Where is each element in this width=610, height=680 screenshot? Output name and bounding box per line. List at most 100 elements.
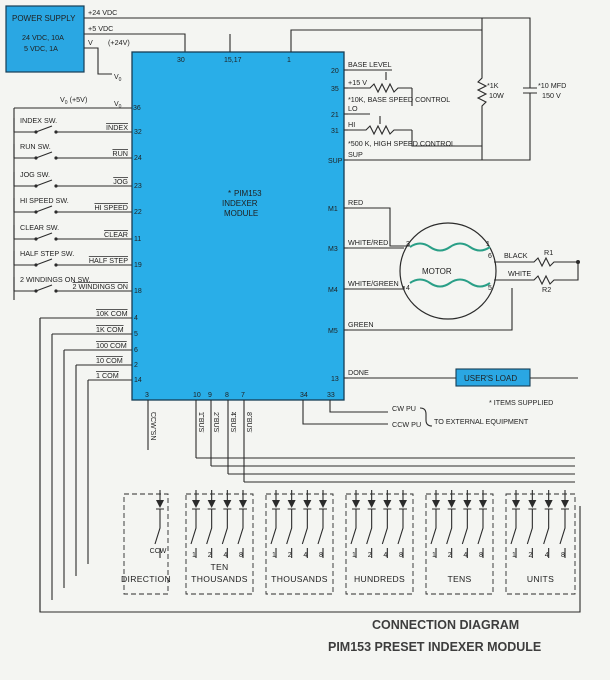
switch-contact — [54, 263, 58, 267]
switch-contact — [54, 289, 58, 293]
switch-group-name: DIRECTION — [121, 574, 171, 584]
users-load-label: USER'S LOAD — [464, 374, 517, 383]
r1-label: R1 — [544, 248, 553, 257]
switch-bit-label: 2 — [208, 552, 212, 559]
switch-pin-name: RUN — [112, 149, 128, 158]
switch-contact — [34, 156, 38, 160]
switch-group-name: TENS — [447, 574, 471, 584]
switch-pin-name: 2 WINDINGS ON — [72, 282, 128, 291]
motor-label: MOTOR — [422, 267, 452, 276]
switch-contact-line — [397, 490, 407, 558]
switch-pin-name: CLEAR — [104, 230, 128, 239]
pu-brace — [419, 407, 433, 427]
switch-bit-label: 4 — [545, 552, 549, 559]
diode — [207, 500, 216, 508]
switch-contact-line — [446, 490, 456, 558]
capacitor-label: *10 MFD — [538, 81, 566, 90]
left-pin-36-num: 36 — [133, 105, 141, 112]
bottom-pin: 33 — [327, 392, 335, 399]
capacitor — [523, 87, 537, 94]
right-sup-pin: M5 — [328, 328, 338, 335]
rail-vo-top — [84, 47, 112, 75]
bus-label: 8 BUS — [245, 412, 252, 433]
motor-terminal-4: 4 — [406, 285, 410, 292]
right-pin-label: SUP — [348, 150, 363, 159]
rail-24v — [84, 17, 483, 40]
switch-bit-label: 1 — [352, 552, 356, 559]
motor-white-label: WHITE — [508, 269, 531, 278]
power-supply-title: POWER SUPPLY — [12, 14, 76, 23]
switch-bit-label: 1 — [272, 552, 276, 559]
right-pin-num: 20 — [331, 68, 339, 75]
right-pin-label: WHITE/GREEN — [348, 279, 399, 288]
diode — [512, 500, 520, 508]
switch-label: INDEX SW. — [20, 116, 57, 125]
power-supply-line2: 5 VDC, 1A — [24, 44, 58, 53]
diode — [463, 500, 472, 508]
switch-label: CLEAR SW. — [20, 223, 59, 232]
switch-bit-label: CCW — [150, 548, 167, 555]
switch-contact — [34, 130, 38, 134]
switch-pin-name: HALF STEP — [89, 256, 128, 265]
switch-bit-label: 8 — [319, 552, 323, 559]
switch-contact-line — [350, 490, 360, 558]
r1-resistor — [494, 256, 578, 268]
diode — [399, 500, 407, 508]
com-label: 1K COM — [96, 325, 124, 334]
right-pin-num: 13 — [331, 376, 339, 383]
com-pin-num: 6 — [134, 347, 138, 354]
switch-contact-line — [366, 490, 376, 558]
switch-contact-line — [270, 490, 280, 558]
items-supplied-note: * ITEMS SUPPLIED — [489, 398, 553, 407]
switch-group-box — [185, 493, 254, 595]
switch-bit-label: 8 — [239, 552, 243, 559]
right-pin-label: LO — [348, 104, 358, 113]
switch-contact-line — [430, 490, 440, 558]
diode — [272, 500, 280, 508]
switch-bit-label: 8 — [561, 552, 565, 559]
footer-title-2: PIM153 PRESET INDEXER MODULE — [328, 640, 541, 654]
switch-bit-label: 8 — [479, 552, 483, 559]
switch-contact — [34, 210, 38, 214]
bottom-pin: 3 — [145, 392, 149, 399]
switch-bit-label: 8 — [399, 552, 403, 559]
diode — [383, 500, 392, 508]
switch-contact — [34, 263, 38, 267]
right-pin-label: RED — [348, 198, 363, 207]
com-pin-num: 14 — [134, 377, 142, 384]
com-wire — [51, 333, 132, 600]
com-wire — [87, 379, 132, 564]
com-pin-num: 2 — [134, 362, 138, 369]
switch-group-box — [425, 493, 494, 595]
switch-bit-label: 4 — [463, 552, 467, 559]
right-pin-label: DONE — [348, 368, 369, 377]
switch-pin-num: 32 — [134, 129, 142, 136]
pu-wires — [302, 400, 388, 425]
com-pin-num: 4 — [134, 315, 138, 322]
module-name-2: INDEXER — [222, 199, 258, 208]
switch-contact-line — [286, 490, 296, 558]
switch-contact-line — [154, 490, 164, 558]
external-label: TO EXTERNAL EQUIPMENT — [434, 417, 529, 426]
bus-label: 1 BUS — [197, 412, 204, 433]
motor-terminal-3: 3 — [406, 241, 410, 248]
switch-contact-line — [461, 490, 472, 558]
bus-label: CCW SN — [149, 412, 156, 440]
switch-bit-label: 1 — [512, 552, 516, 559]
diode — [192, 500, 200, 508]
right-pin-num: 31 — [331, 128, 339, 135]
right-pin-label: GREEN — [348, 320, 374, 329]
switch-contact-line — [381, 490, 392, 558]
r2-resistor — [494, 262, 579, 286]
right-pin-label: +15 V — [348, 78, 367, 87]
white-green-wire — [344, 286, 405, 290]
motor-winding-top — [409, 242, 491, 252]
pim153-module-box — [131, 51, 345, 401]
diode — [239, 500, 247, 508]
rail-vo-label: V — [88, 38, 93, 47]
bottom-pin: 34 — [300, 392, 308, 399]
switch-pin-name: HI SPEED — [94, 203, 128, 212]
